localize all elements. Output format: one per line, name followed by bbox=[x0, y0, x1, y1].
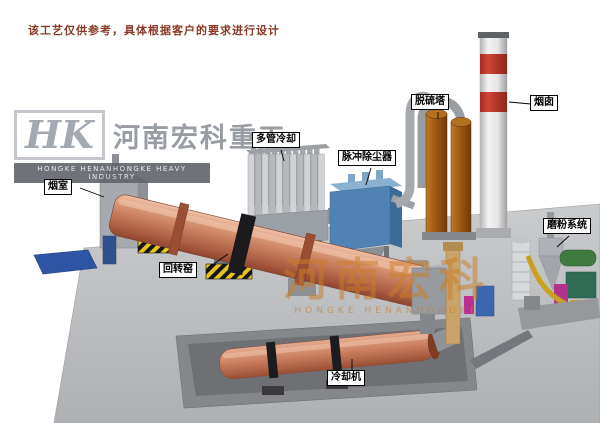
disclaimer-text: 该工艺仅供参考，具体根据客户的要求进行设计 bbox=[28, 24, 280, 37]
leader-lines bbox=[79, 101, 570, 370]
label-chimney: 烟囱 bbox=[530, 95, 558, 111]
multi-tube-cooler-structure bbox=[243, 144, 342, 262]
label-grinding-system: 磨粉系统 bbox=[543, 218, 591, 234]
logo-monogram: HK bbox=[14, 110, 105, 160]
label-rotary-kiln: 回转窑 bbox=[159, 262, 197, 278]
label-pulse-dust-collector: 脉冲除尘器 bbox=[338, 150, 396, 166]
chimney-structure bbox=[476, 32, 511, 238]
cooling-machine-structure bbox=[219, 326, 456, 395]
logo-company-name-en: HONGKE HENANHONGKE HEAVY INDUSTRY bbox=[14, 163, 210, 183]
label-multi-tube-cooler: 多管冷却 bbox=[252, 132, 300, 148]
label-desulfurization-tower: 脱硫塔 bbox=[411, 94, 449, 110]
kiln-hood bbox=[411, 264, 452, 334]
desulfurization-towers bbox=[394, 91, 476, 240]
label-smoke-chamber: 烟室 bbox=[44, 179, 72, 195]
company-logo: HK 河南宏科重工 HONGKE HENANHONGKE HEAVY INDUS… bbox=[14, 110, 287, 183]
label-cooling-machine: 冷却机 bbox=[327, 370, 365, 386]
